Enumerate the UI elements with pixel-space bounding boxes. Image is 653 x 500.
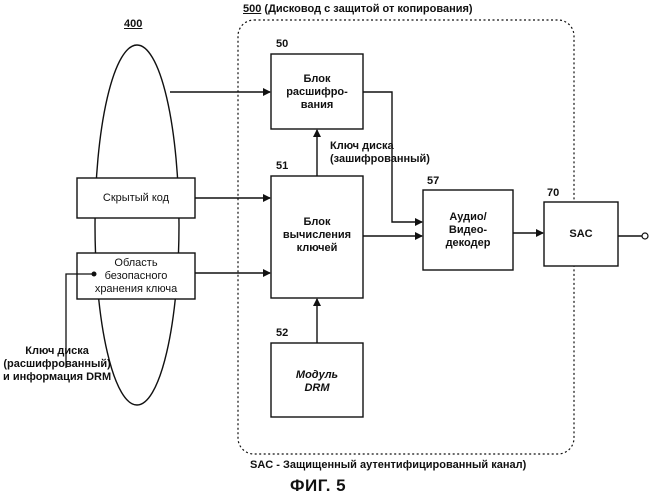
encrypted-key-line-2: (зашифрованный) <box>330 153 430 166</box>
sac-block-number: 70 <box>547 187 559 200</box>
secure-storage-label: Область безопасного хранения ключа <box>77 257 195 296</box>
output-terminal <box>642 233 648 239</box>
keycalc-label-line-3: ключей <box>271 242 363 255</box>
figure-label: ФИГ. 5 <box>290 479 346 492</box>
encrypted-key-line-1: Ключ диска <box>330 140 430 153</box>
keycalc-label-line-1: Блок <box>271 216 363 229</box>
drive-title: 500 (Дисковод с защитой от копирования) <box>243 3 473 16</box>
decrypt-label-line-2: расшифро- <box>271 86 363 99</box>
drm-label-line-1: Модуль <box>271 369 363 382</box>
decrypt-block-label: Блок расшифро- вания <box>271 73 363 112</box>
drm-label-line-2: DRM <box>271 382 363 395</box>
secure-storage-line-1: Область <box>77 257 195 270</box>
disk-reference-number: 400 <box>124 18 142 31</box>
decoder-label-line-2: Видео- <box>423 224 513 237</box>
decrypted-key-line-1: Ключ диска <box>3 345 111 358</box>
decrypted-key-annotation: Ключ диска (расшифрованный) и информация… <box>3 345 111 384</box>
keycalc-block-number: 51 <box>276 160 288 173</box>
drive-number: 500 <box>243 3 261 15</box>
decrypt-label-line-1: Блок <box>271 73 363 86</box>
drive-title-text: (Дисковод с защитой от копирования) <box>264 3 472 15</box>
decrypted-key-line-3: и информация DRM <box>3 371 111 384</box>
secure-storage-line-2: безопасного <box>77 270 195 283</box>
drm-block-label: Модуль DRM <box>271 369 363 395</box>
secure-storage-line-3: хранения ключа <box>77 283 195 296</box>
keycalc-block-label: Блок вычисления ключей <box>271 216 363 255</box>
encrypted-key-annotation: Ключ диска (зашифрованный) <box>330 140 430 166</box>
decoder-label-line-1: Аудио/ <box>423 211 513 224</box>
decrypt-block-number: 50 <box>276 38 288 51</box>
decrypted-key-line-2: (расшифрованный) <box>3 358 111 371</box>
keycalc-label-line-2: вычисления <box>271 229 363 242</box>
hidden-code-label: Скрытый код <box>77 192 195 205</box>
decoder-block-number: 57 <box>427 175 439 188</box>
decrypt-label-line-3: вания <box>271 99 363 112</box>
decoder-label-line-3: декодер <box>423 237 513 250</box>
sac-footnote: SAC - Защищенный аутентифицированный кан… <box>250 459 526 472</box>
sac-block-label: SAC <box>544 228 618 241</box>
drm-block-number: 52 <box>276 327 288 340</box>
decoder-block-label: Аудио/ Видео- декодер <box>423 211 513 250</box>
